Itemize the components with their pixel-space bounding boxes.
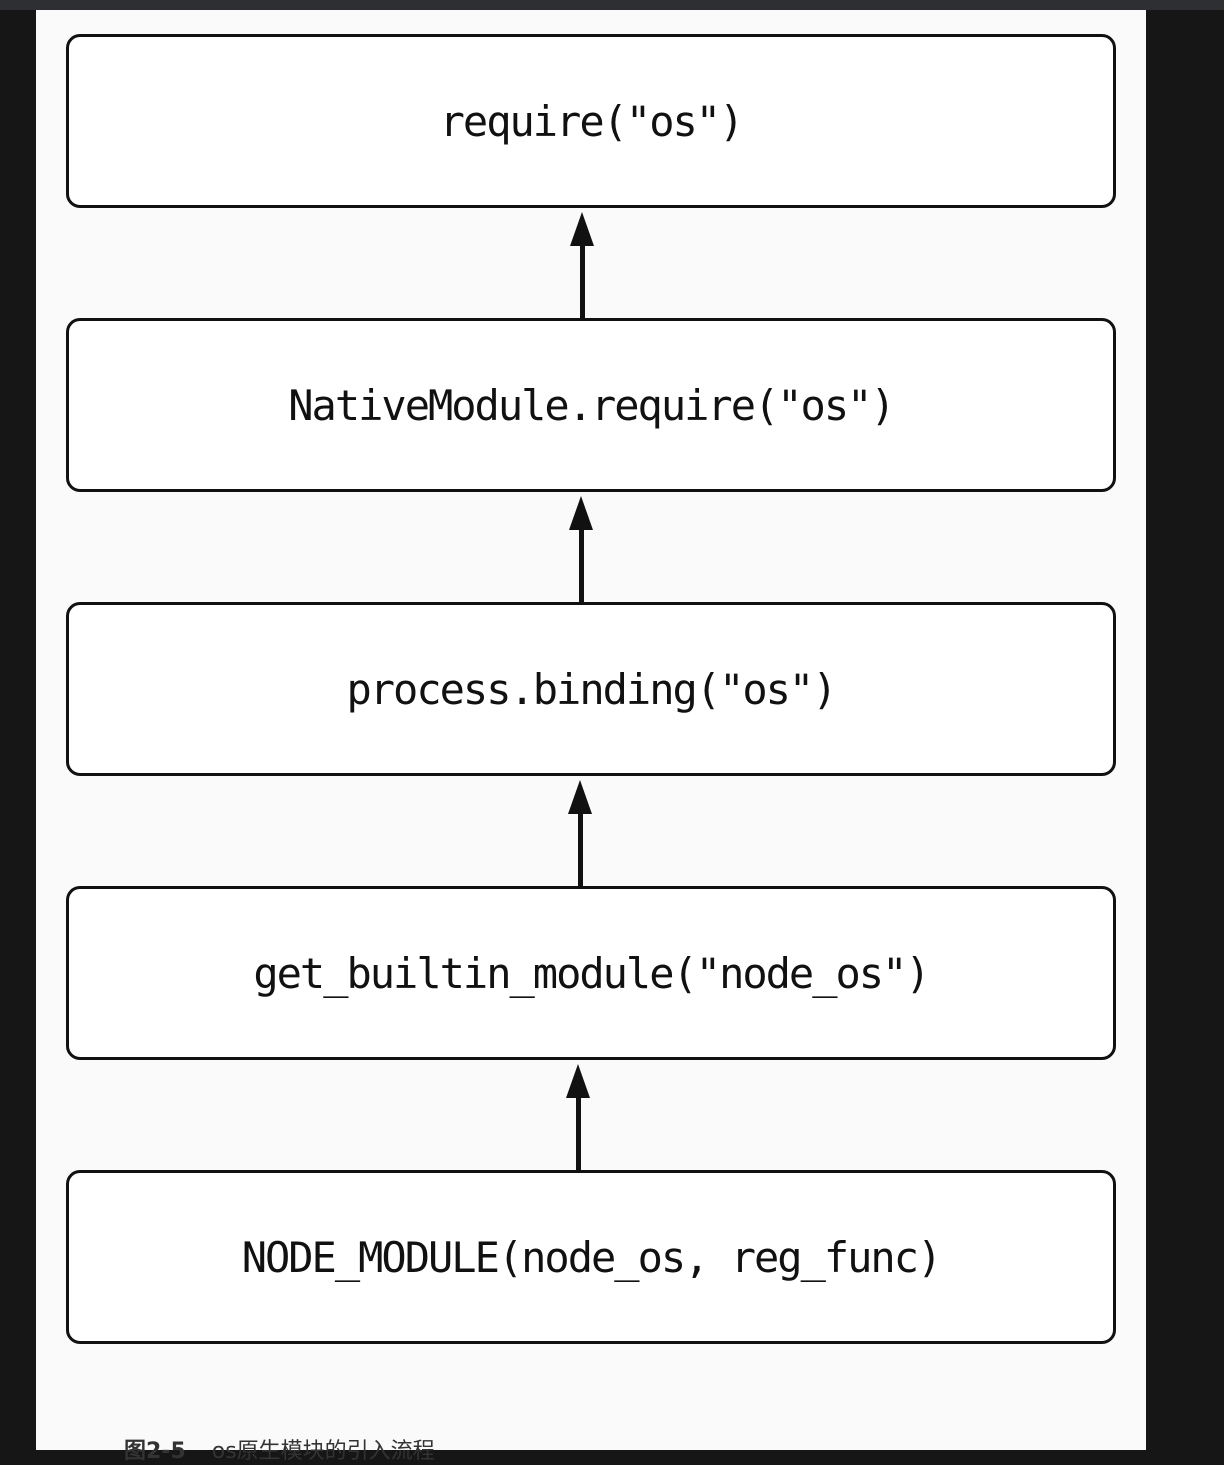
window-top-strip (0, 0, 1224, 10)
arrow-shaft (578, 810, 583, 886)
figure-number: 图2-5 (124, 1439, 186, 1464)
flow-box-require: require("os") (66, 34, 1116, 208)
flow-box-node-module: NODE_MODULE(node_os, reg_func) (66, 1170, 1116, 1344)
arrow-head-icon (570, 212, 594, 246)
arrow-shaft (579, 526, 584, 602)
flow-box-process-binding: process.binding("os") (66, 602, 1116, 776)
arrow-shaft (576, 1094, 581, 1170)
up-arrow-3 (560, 780, 600, 886)
flow-box-label: require("os") (439, 96, 745, 146)
flow-box-label: NativeModule.require("os") (288, 380, 895, 430)
flow-box-label: process.binding("os") (346, 664, 837, 714)
up-arrow-1 (562, 212, 602, 318)
flow-box-get-builtin-module: get_builtin_module("node_os") (66, 886, 1116, 1060)
up-arrow-2 (561, 496, 601, 602)
flow-box-label: NODE_MODULE(node_os, reg_func) (241, 1232, 943, 1282)
figure-caption: 图2-5 os原生模块的引入流程 (110, 1408, 435, 1465)
arrow-shaft (580, 242, 585, 318)
arrow-head-icon (566, 1064, 590, 1098)
figure-caption-text: os原生模块的引入流程 (211, 1439, 435, 1464)
arrow-head-icon (568, 780, 592, 814)
flow-box-nativemodule-require: NativeModule.require("os") (66, 318, 1116, 492)
arrow-head-icon (569, 496, 593, 530)
flow-box-label: get_builtin_module("node_os") (253, 948, 930, 998)
up-arrow-4 (558, 1064, 598, 1170)
